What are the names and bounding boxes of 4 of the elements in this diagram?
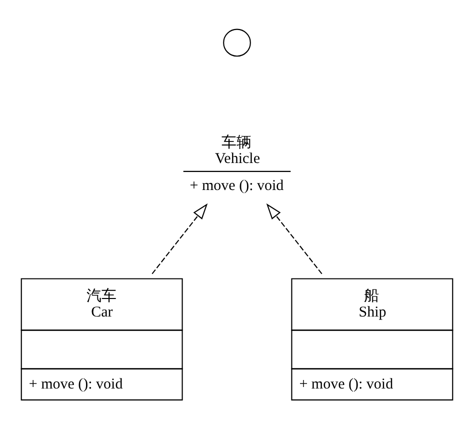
arrow bbox=[266, 203, 322, 274]
node-text: 车辆 Vehicle + move (): void bbox=[190, 134, 284, 194]
node-circle bbox=[223, 28, 251, 57]
arrow bbox=[152, 203, 208, 274]
